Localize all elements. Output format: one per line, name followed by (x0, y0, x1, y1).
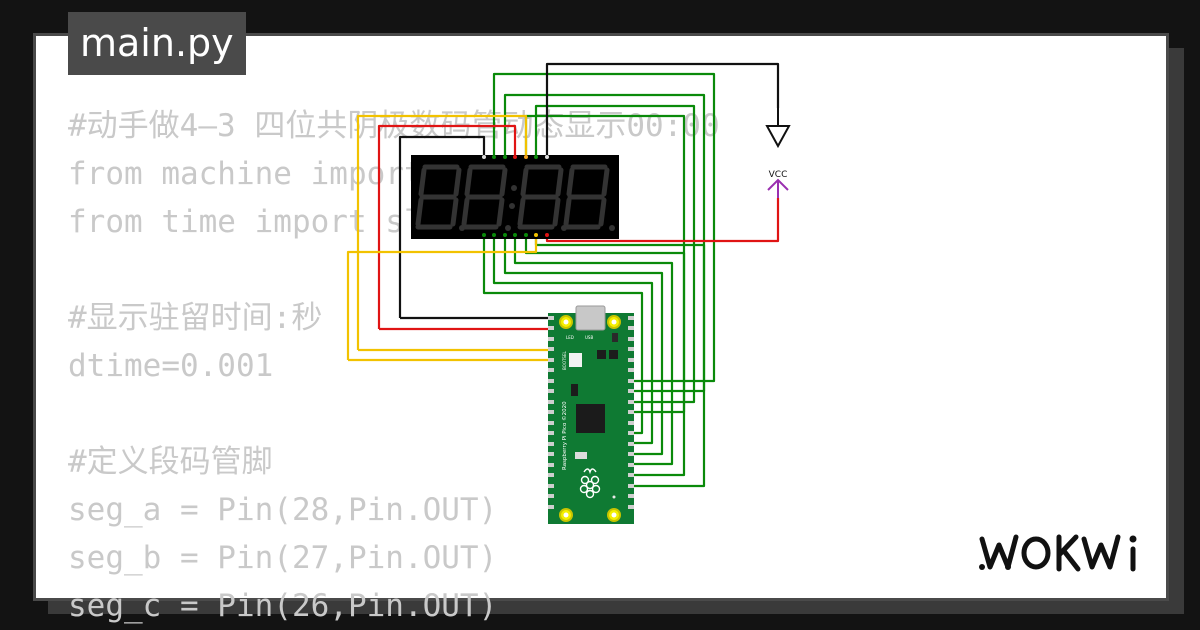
display-pins-bottom (482, 233, 549, 237)
code-line: seg_a = Pin(28,Pin.OUT) (68, 492, 498, 528)
display-dots (459, 185, 615, 231)
board-silkscreen: Raspberry Pi Pico ©2020 (561, 401, 568, 470)
wire-black (545, 62, 780, 158)
display-digits (415, 164, 610, 230)
code-line: dtime=0.001 (68, 348, 274, 384)
file-tab[interactable]: main.py (68, 12, 246, 75)
wire-green (524, 234, 686, 477)
raspberry-pi-logo-icon (579, 468, 601, 499)
raspberry-pi-pico-board[interactable]: LED USB BOOTSEL Raspberry Pi Pico ©2020 (548, 305, 634, 524)
vcc-label: VCC (769, 170, 788, 180)
usb-connector (575, 305, 606, 331)
wire-green (492, 234, 654, 445)
wire-green (513, 234, 674, 466)
usb-label: USB (585, 335, 593, 340)
bootsel-label: BOOTSEL (562, 351, 567, 370)
wire-red (377, 124, 517, 329)
wire-yellow (346, 234, 538, 360)
code-line: seg_c = Pin(26,Pin.OUT) (68, 588, 498, 624)
code-line: #定义段码管脚 (68, 444, 273, 480)
wire-black (398, 135, 486, 318)
wire-orange (356, 114, 528, 350)
led-label: LED (566, 335, 574, 340)
bootsel-button[interactable] (569, 353, 582, 367)
file-tab-label: main.py (80, 21, 234, 65)
wires (346, 62, 780, 488)
wire-green (503, 234, 664, 456)
seven-segment-display[interactable] (411, 155, 619, 239)
wokwi-logo-icon (979, 534, 1137, 572)
rp2040-chip (576, 404, 605, 433)
code-line: #显示驻留时间:秒 (68, 300, 323, 336)
vcc-symbol: VCC (767, 170, 789, 198)
pico-pins (548, 316, 634, 509)
ground-symbol (765, 108, 791, 149)
code-line: seg_b = Pin(27,Pin.OUT) (68, 540, 498, 576)
wire-green (482, 234, 644, 435)
display-pins-top (482, 155, 549, 159)
